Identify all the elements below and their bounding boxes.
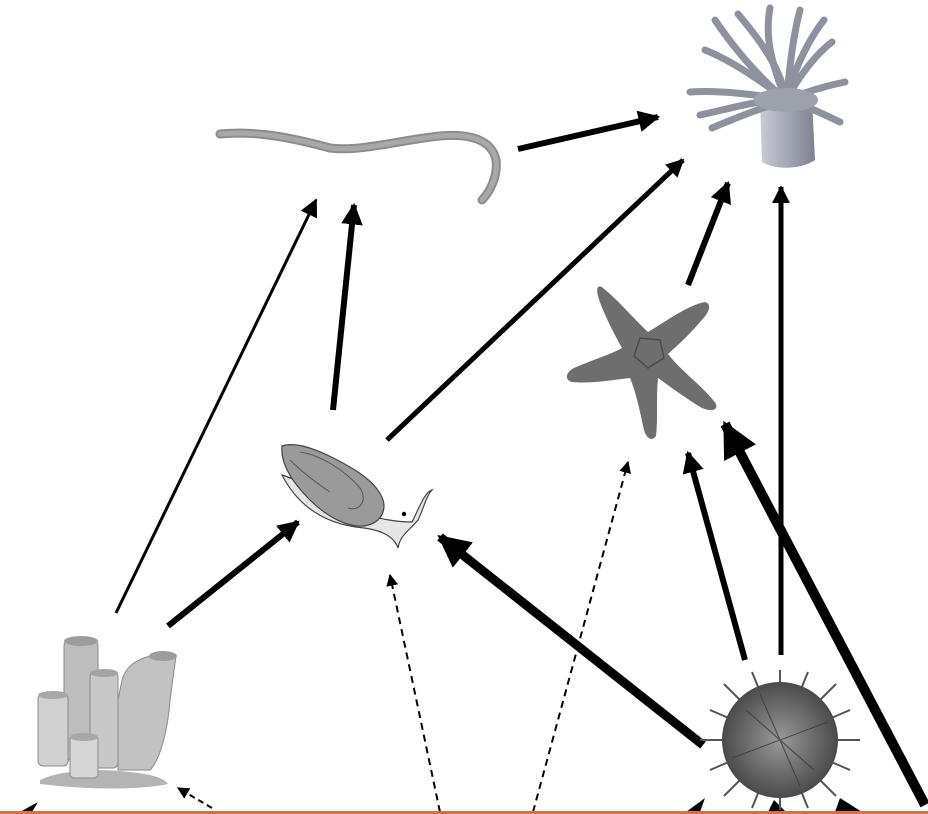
link-base-seastar-dashed xyxy=(533,462,628,812)
sea-urchin-icon xyxy=(700,670,860,810)
link-urchin-seastar xyxy=(688,453,745,660)
sea-anemone-icon xyxy=(690,8,845,168)
arrowhead-partial-urchin xyxy=(768,800,786,812)
arrowhead-partial-left xyxy=(20,802,38,812)
link-sponge-snail xyxy=(168,522,298,626)
link-worm-anemone xyxy=(518,117,658,149)
sea-star-icon xyxy=(567,286,716,438)
snail-icon xyxy=(282,445,432,548)
link-seastar-anemone xyxy=(688,183,728,285)
link-snail-worm xyxy=(333,205,354,410)
worm-icon xyxy=(220,133,496,200)
arrowhead-partial-mid xyxy=(686,798,705,812)
arrowhead-partial-right xyxy=(835,798,862,812)
sponge-icon xyxy=(38,636,177,789)
link-base-snail-dashed xyxy=(390,575,440,812)
link-sponge-worm xyxy=(116,200,316,613)
link-base-sponge-dashed xyxy=(178,788,212,808)
link-urchin-snail xyxy=(440,537,703,745)
